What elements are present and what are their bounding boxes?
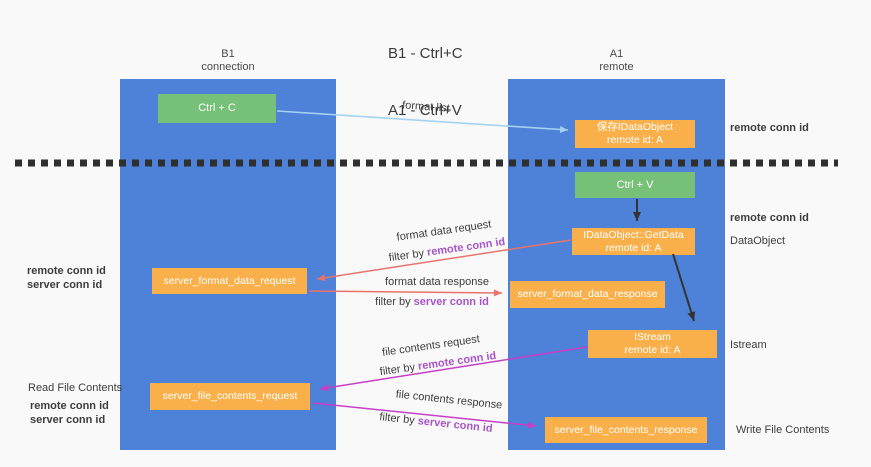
save-idataobject-line2: remote id: A: [606, 134, 664, 146]
filter-remote-conn-id: remote conn id: [426, 235, 506, 259]
filter-by-text: filter by: [379, 360, 419, 379]
format-remote-conn-id-annotation: remote conn id: [27, 265, 106, 277]
filter-by-text: filter by: [388, 246, 428, 265]
server-file-contents-request-box: server_file_contents_request: [150, 383, 310, 410]
filter-server-conn-id: server conn id: [413, 296, 489, 308]
format-response-filter-label: filter by server conn id: [375, 296, 489, 308]
remote-conn-id-annotation-mid: remote conn id: [730, 212, 809, 224]
write-file-contents-annotation: Write File Contents: [736, 424, 830, 436]
ctrl-v-box: Ctrl + V: [575, 172, 695, 198]
left-column-name: B1: [221, 48, 235, 60]
istream-line1: IStream: [634, 331, 671, 343]
filter-by-text: filter by: [378, 411, 419, 428]
filter-server-conn-id: server conn id: [417, 415, 494, 435]
ctrl-v-label: Ctrl + V: [616, 178, 654, 191]
istream-annotation: Istream: [730, 339, 767, 351]
file-contents-response-label: file contents response: [395, 388, 503, 412]
right-column-name: A1: [609, 48, 624, 60]
server-file-contents-request-label: server_file_contents_request: [162, 390, 298, 402]
server-file-contents-response-label: server_file_contents_response: [554, 423, 698, 436]
format-server-conn-id-annotation: server conn id: [27, 279, 103, 291]
idataobject-getdata-box: IDataObject::GetData remote id: A: [572, 228, 695, 255]
format-data-response-label: format data response: [385, 276, 489, 288]
right-column-subtitle: remote: [599, 61, 634, 73]
right-column-header: A1 remote: [508, 48, 725, 74]
server-file-contents-response-box: server_file_contents_response: [545, 417, 707, 443]
left-column-subtitle: connection: [201, 61, 255, 73]
file-server-conn-id-annotation: server conn id: [30, 414, 106, 426]
server-format-data-response-label: server_format_data_response: [517, 288, 658, 300]
save-idataobject-box: 保存IDataObject remote id: A: [575, 120, 695, 148]
ctrl-c-box: Ctrl + C: [158, 94, 276, 123]
server-format-data-response-box: server_format_data_response: [510, 281, 665, 308]
istream-line2: remote id: A: [624, 344, 681, 356]
title-line-1: B1 - Ctrl+C: [388, 45, 463, 62]
getdata-line2: remote id: A: [605, 241, 662, 254]
getdata-line1: IDataObject::GetData: [583, 228, 684, 241]
file-remote-conn-id-annotation: remote conn id: [30, 400, 109, 412]
istream-box: IStream remote id: A: [588, 330, 717, 358]
remote-conn-id-annotation-top: remote conn id: [730, 122, 809, 134]
file-response-filter-label: filter by server conn id: [379, 411, 493, 435]
filter-remote-conn-id: remote conn id: [417, 349, 497, 373]
save-idataobject-line1: 保存IDataObject: [596, 121, 674, 133]
server-format-data-request-box: server_format_data_request: [152, 268, 307, 294]
read-file-contents-annotation: Read File Contents: [28, 382, 123, 394]
left-column-header: B1 connection: [120, 48, 336, 74]
ctrl-c-label: Ctrl + C: [198, 102, 236, 114]
dataobject-annotation: DataObject: [730, 235, 786, 247]
server-format-data-request-label: server_format_data_request: [163, 274, 296, 287]
diagram-title: B1 - Ctrl+C A1 - Ctrl+V: [388, 6, 463, 139]
filter-by-text: filter by: [375, 296, 414, 308]
format-data-response-arrow: [308, 289, 503, 297]
